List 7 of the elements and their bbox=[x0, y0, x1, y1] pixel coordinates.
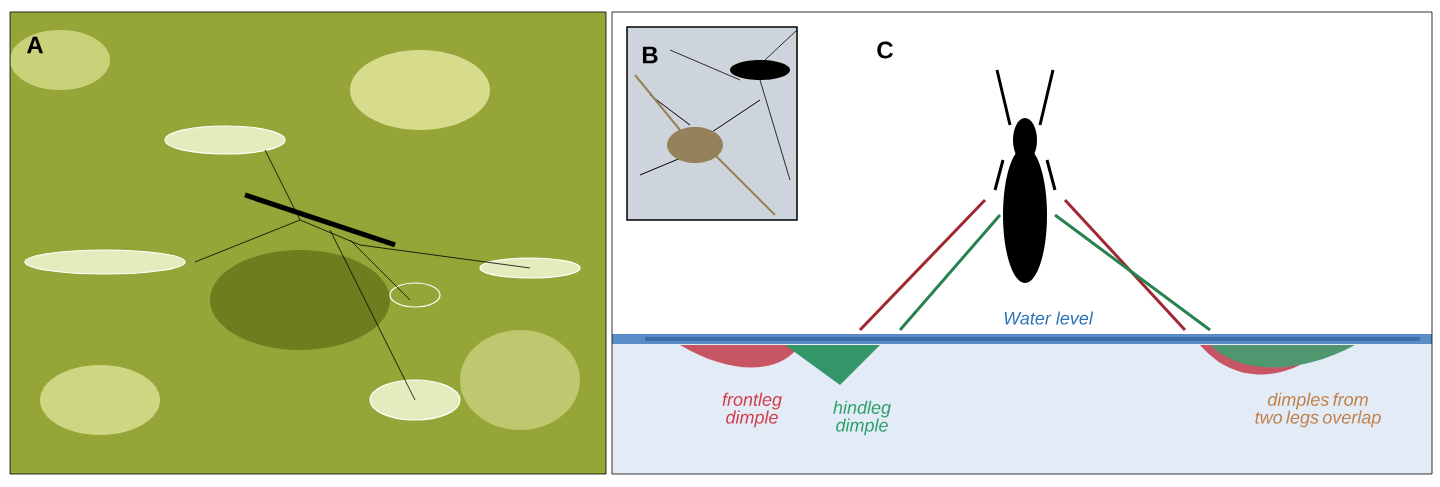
panel-letter: A bbox=[26, 36, 44, 54]
dimple-label: dimples from two legs overlap bbox=[1255, 392, 1381, 428]
dimple-label: hindleg dimple bbox=[833, 400, 891, 436]
water-level-label: Water level bbox=[1004, 311, 1094, 325]
dimple-label: frontleg dimple bbox=[722, 392, 782, 428]
panel-letter: C bbox=[877, 41, 893, 59]
panel-letter: B bbox=[642, 46, 658, 64]
